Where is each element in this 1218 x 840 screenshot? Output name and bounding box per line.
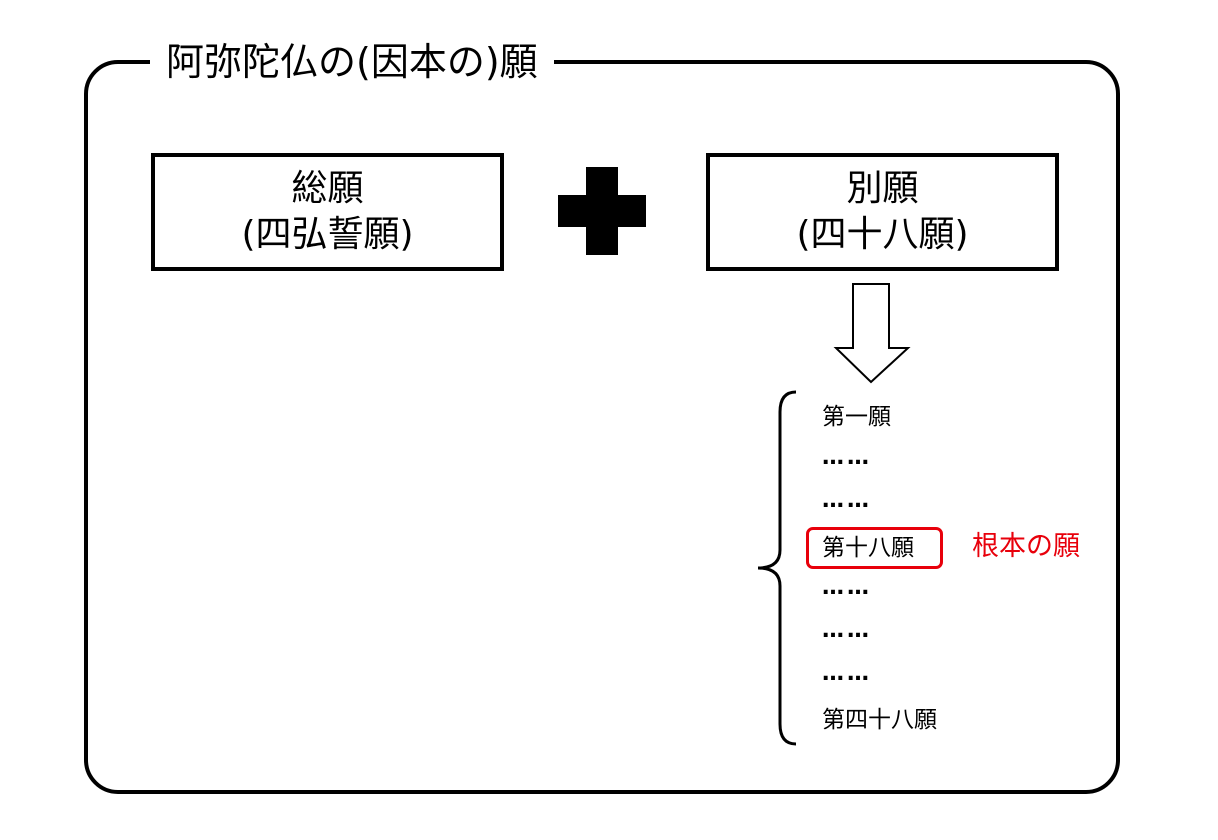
ellipsis-5: …… (822, 661, 872, 686)
list-item-eighteenth-vow: 第十八願 (822, 535, 914, 561)
left-brace (757, 390, 797, 746)
list-item-forty-eighth-vow: 第四十八願 (822, 707, 937, 733)
highlight-box-eighteenth (806, 527, 943, 569)
ellipsis-3: …… (822, 575, 872, 600)
ellipsis-4: …… (822, 618, 872, 643)
down-arrow-icon (833, 283, 911, 384)
ellipsis-2: …… (822, 488, 872, 513)
specific-vow-title: 別願 (846, 168, 919, 209)
general-vow-title: 総願 (291, 168, 364, 209)
root-vow-label: 根本の願 (972, 531, 1080, 562)
plus-icon (558, 167, 646, 255)
general-vow-subtitle: (四弘誓願) (241, 214, 414, 255)
frame-title: 阿弥陀仏の(因本の)願 (150, 38, 554, 86)
specific-vow-box: 別願 (四十八願) (706, 153, 1059, 271)
general-vow-box: 総願 (四弘誓願) (151, 153, 504, 271)
outer-frame (84, 60, 1120, 794)
ellipsis-1: …… (822, 445, 872, 470)
specific-vow-subtitle: (四十八願) (796, 214, 969, 255)
list-item-first-vow: 第一願 (822, 404, 891, 430)
